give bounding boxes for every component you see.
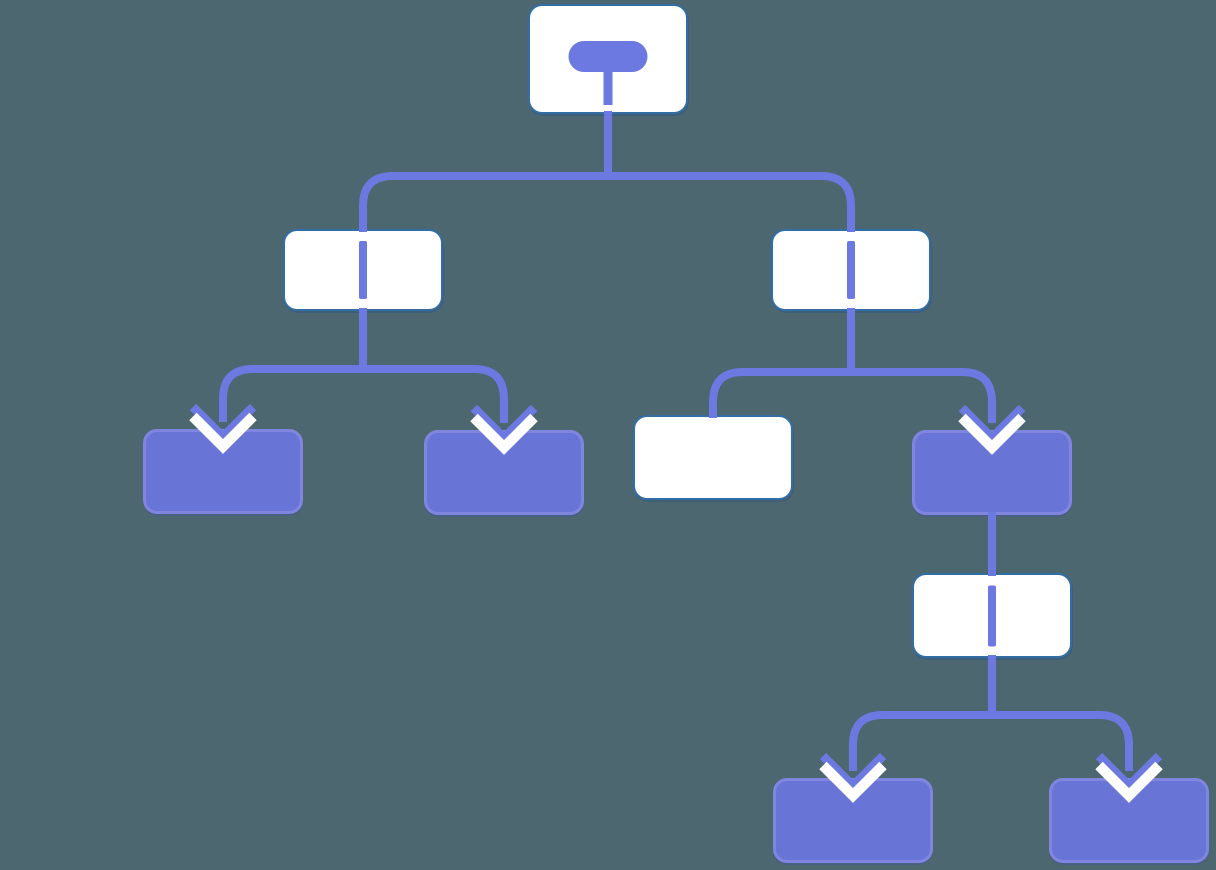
node-leaf-bottom-2[interactable] bbox=[1049, 778, 1209, 863]
divider-bar-icon bbox=[988, 585, 996, 646]
node-branch-sub[interactable] bbox=[912, 573, 1072, 658]
node-leaf-left-2[interactable] bbox=[424, 430, 584, 515]
node-branch-left[interactable] bbox=[283, 229, 443, 311]
divider-bar-icon bbox=[847, 241, 855, 299]
node-subtree-parent[interactable] bbox=[912, 430, 1072, 515]
root-pill-icon bbox=[568, 41, 648, 72]
node-child-plain[interactable] bbox=[633, 415, 793, 500]
node-root[interactable] bbox=[528, 4, 688, 114]
node-leaf-bottom-1[interactable] bbox=[773, 778, 933, 863]
node-leaf-left-1[interactable] bbox=[143, 429, 303, 514]
divider-bar-icon bbox=[359, 241, 367, 299]
node-branch-right[interactable] bbox=[771, 229, 931, 311]
root-stem-icon bbox=[603, 72, 613, 105]
